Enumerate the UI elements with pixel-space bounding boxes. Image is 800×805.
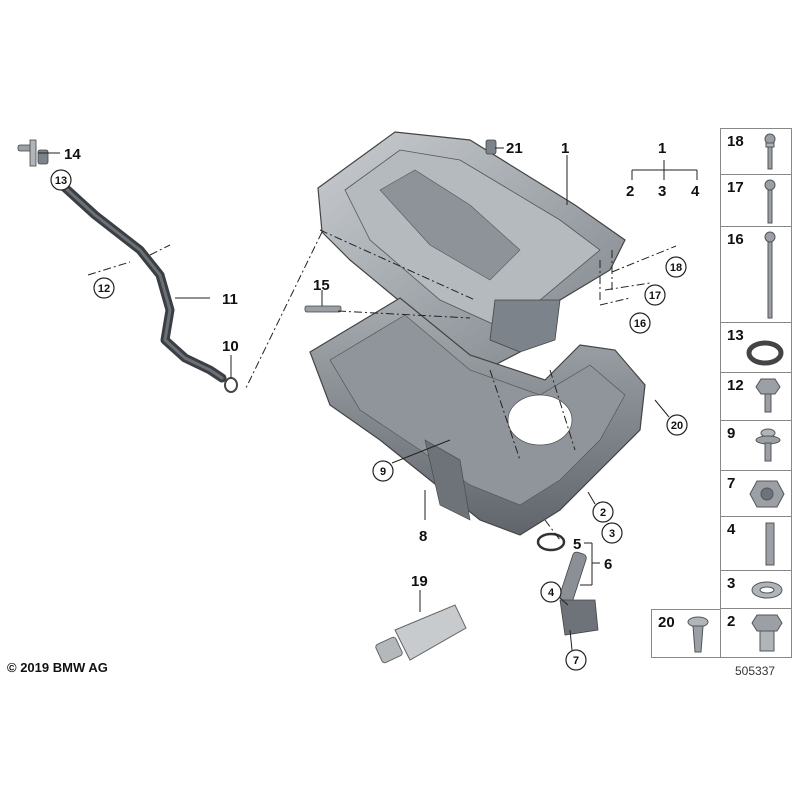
legend-item[interactable]: 7 [721,471,791,517]
svg-text:3: 3 [609,528,615,540]
expanding-rivet-icon [687,616,709,653]
bolt-icon [764,133,776,170]
legend-item[interactable]: 4 [721,517,791,571]
legend-label: 18 [727,133,744,150]
svg-text:16: 16 [634,318,646,330]
callout-3-circled: 3 [601,522,623,544]
svg-text:18: 18 [670,262,682,274]
legend-item[interactable]: 2 [721,609,791,657]
callout-7-circled: 7 [565,649,587,671]
parts-legend: 18 17 16 13 12 9 7 4 3 2 [720,128,792,658]
legend-label: 9 [727,425,736,442]
bolt-icon [764,179,776,224]
callout-2-circled: 2 [592,501,614,523]
oil-level-sensor [536,532,599,636]
sealant-tube [375,604,467,664]
callout-14: 14 [64,146,81,163]
callout-18: 18 [665,256,687,278]
callout-15: 15 [313,277,330,294]
svg-text:12: 12 [98,283,110,295]
upper-oil-pan [317,131,626,371]
screw-with-washer-icon [755,428,781,462]
callout-4: 4 [691,183,700,200]
svg-text:7: 7 [573,655,579,667]
callout-1: 1 [561,140,569,157]
legend-item[interactable]: 18 [721,129,791,175]
callout-11: 11 [222,291,238,308]
callout-1-group: 1 [658,140,666,157]
svg-text:2: 2 [600,507,606,519]
svg-text:9: 9 [380,466,386,478]
legend-label: 4 [727,521,736,538]
dipstick-guide-tube [57,180,227,383]
callout-2: 2 [626,183,634,200]
legend-label: 3 [727,575,736,592]
svg-text:17: 17 [649,290,661,302]
callout-6: 6 [604,556,612,573]
diagram-number: 505337 [735,664,776,678]
dowel-pin [304,305,342,313]
hex-nut-icon [749,480,785,508]
stud-icon [765,522,775,566]
legend-item[interactable]: 17 [721,175,791,227]
plug-21 [485,139,497,155]
legend-label: 2 [727,613,736,630]
legend-label: 12 [727,377,744,394]
legend-item[interactable]: 9 [721,421,791,471]
callout-19: 19 [411,573,428,590]
seal-ring-icon [746,340,784,366]
legend-label: 7 [727,475,736,492]
leader-lines [38,147,698,612]
callout-12: 12 [93,277,115,299]
svg-text:20: 20 [671,420,683,432]
callout-10: 10 [222,338,239,355]
legend-item[interactable]: 3 [721,571,791,609]
circled-leaders [391,399,670,651]
legend-label: 13 [727,327,744,344]
callout-17: 17 [644,284,666,306]
callout-9: 9 [372,460,394,482]
svg-text:13: 13 [55,175,67,187]
callout-8: 8 [419,528,427,545]
drain-plug-icon [751,614,783,652]
legend-label: 17 [727,179,744,196]
callout-21: 21 [506,140,523,157]
dash-lines [87,229,677,541]
callout-13: 13 [50,169,72,191]
callout-4-circled: 4 [540,581,562,603]
callout-numbers: 1 1 2 3 4 21 14 11 10 15 8 5 6 19 [64,140,700,590]
circled-callouts: 13 12 18 17 16 20 9 2 3 4 7 [50,169,688,671]
washer-icon [751,581,783,599]
legend-item[interactable]: 13 [721,323,791,373]
callout-20: 20 [666,414,688,436]
callout-16: 16 [629,312,651,334]
legend-item-20[interactable]: 20 [651,609,721,658]
legend-item[interactable]: 16 [721,227,791,323]
long-bolt-icon [764,231,776,319]
legend-item[interactable]: 12 [721,373,791,421]
svg-text:4: 4 [548,587,555,599]
callout-5: 5 [573,536,581,553]
copyright-text: © 2019 BMW AG [7,660,108,675]
lower-oil-pan [309,297,646,536]
legend-label: 20 [658,614,675,631]
callout-3: 3 [658,183,666,200]
legend-label: 16 [727,231,744,248]
o-ring-10 [224,377,238,393]
hex-bolt-icon [755,378,781,413]
